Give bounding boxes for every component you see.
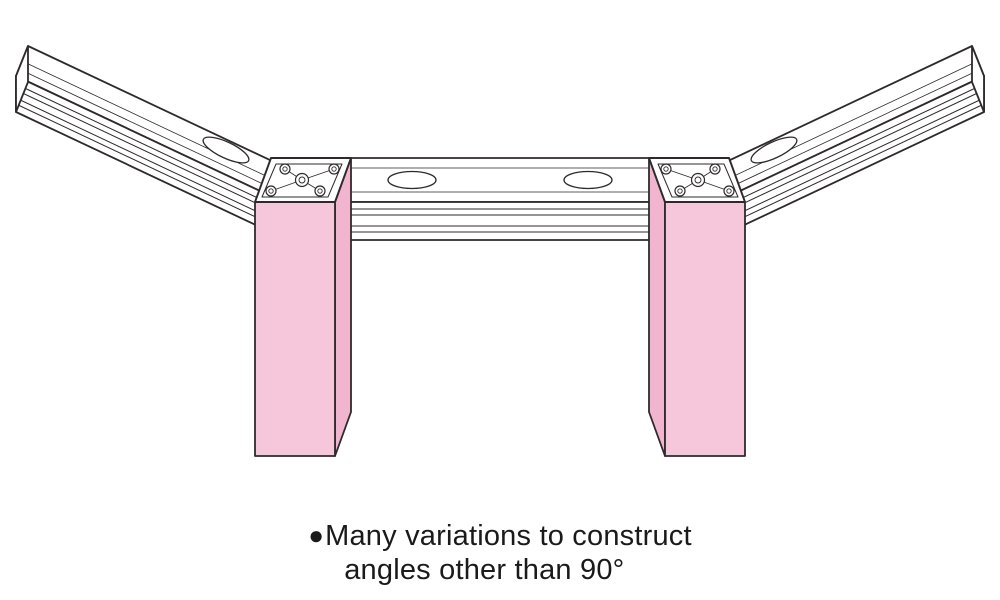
bolt-hole-icon (279, 163, 291, 175)
angled-beam-right (657, 45, 985, 261)
angled-beam-right-slot-hole (750, 136, 798, 164)
bolt-hole-icon (660, 163, 672, 175)
post-left-side-face (334, 157, 352, 457)
bolt-hole-icon (709, 163, 721, 175)
caption-line2: angles other than 90° (344, 553, 625, 586)
cross-beam-slot-hole-left (387, 170, 437, 190)
post-right (648, 157, 746, 457)
corner-joint-right (648, 157, 746, 203)
angled-beam-left-end-face (15, 45, 29, 113)
cross-beam-top-face (334, 157, 666, 203)
bolt-hole-icon (328, 163, 340, 175)
angled-beam-right-end-face (971, 45, 985, 113)
center-bore-icon (294, 172, 310, 188)
bolt-hole-icon (723, 185, 735, 197)
extrusion-frame-drawing (15, 45, 985, 457)
cross-beam-front-face (334, 201, 666, 241)
bullet-icon: ● (308, 520, 325, 550)
bolt-hole-icon (265, 185, 277, 197)
post-left (254, 157, 352, 457)
post-right-side-face (648, 157, 666, 457)
corner-joint-left (254, 157, 352, 203)
caption-line1: ●Many variations to construct (308, 520, 692, 552)
cross-beam-slot-hole-right (563, 170, 613, 190)
figure-caption: ●Many variations to construct angles oth… (0, 520, 1000, 587)
post-left-front-face (254, 201, 336, 457)
center-bore-icon (690, 172, 706, 188)
bolt-hole-icon (314, 185, 326, 197)
angled-beam-left-slot-hole (202, 136, 250, 164)
post-right-front-face (664, 201, 746, 457)
bolt-hole-icon (674, 185, 686, 197)
cross-beam (334, 157, 666, 241)
